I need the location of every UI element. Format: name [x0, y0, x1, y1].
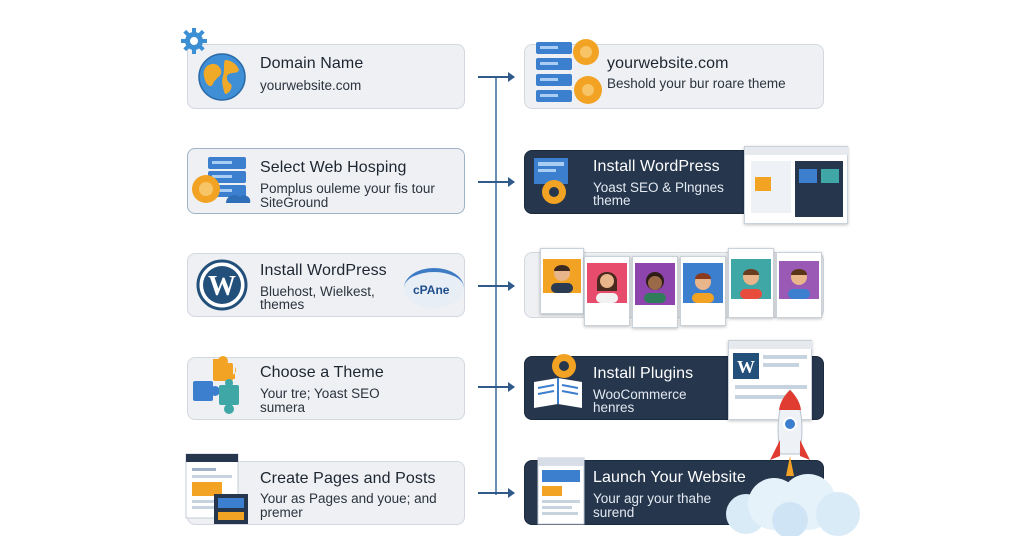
step-title: yourwebsite.com [607, 55, 729, 72]
step-subtitle-2: themes [260, 297, 305, 312]
wordpress-logo-icon: W [733, 353, 759, 379]
step-subtitle: Yoast SEO & Plngnes [593, 180, 724, 195]
arrow-4 [478, 382, 515, 392]
step-subtitle: Pomplus ouleme your fis tour [260, 181, 435, 196]
gear-icon [181, 28, 207, 54]
step-title: Launch Your Website [593, 469, 746, 486]
theme-preview-1 [540, 248, 584, 314]
step-subtitle-2: sumera [260, 400, 306, 415]
theme-preview-4 [680, 256, 726, 326]
step-title: Install WordPress [593, 158, 720, 175]
step-title: Domain Name [260, 55, 364, 72]
arrow-3 [478, 281, 515, 291]
step-subtitle-2: surend [593, 505, 635, 520]
theme-preview-2 [584, 256, 630, 326]
step-subtitle: Bluehost, Wielkest, [260, 284, 375, 299]
step-title: Choose a Theme [260, 364, 384, 381]
step-title: Create Pages and Posts [260, 470, 436, 487]
cpanel-badge-label: cPAne [413, 283, 450, 297]
pages-icon [185, 453, 248, 524]
book-icon [534, 354, 582, 408]
step-subtitle-2: theme [593, 193, 631, 208]
arrow-5 [478, 488, 515, 498]
globe-icon [198, 53, 246, 101]
server-icon [536, 39, 602, 104]
step-subtitle: yourwebsite.com [260, 78, 362, 93]
server-icon [192, 157, 251, 203]
step-title: Install Plugins [593, 365, 694, 382]
gear-icon [534, 158, 568, 204]
step-subtitle: Your tre; Yoast SEO [260, 386, 380, 401]
avatar-icon [740, 269, 762, 299]
step-title: Install WordPress [260, 262, 387, 279]
avatar-icon [692, 273, 714, 303]
theme-preview-5 [728, 248, 774, 318]
step-subtitle: Beshold your bur roare theme [607, 76, 786, 91]
step-subtitle-2: henres [593, 400, 635, 415]
step-subtitle: Your agr your thahe [593, 491, 712, 506]
cpanel-badge [404, 268, 464, 308]
avatar-icon [551, 265, 573, 293]
step-subtitle-2: SiteGround [260, 195, 329, 210]
pages-icon [537, 457, 585, 525]
theme-preview-6 [776, 252, 822, 318]
puzzle-icon [193, 356, 239, 414]
avatar-icon [644, 272, 666, 303]
rocket-icon [726, 389, 860, 536]
arrow-1 [478, 72, 515, 82]
wordpress-logo-icon: W [196, 259, 248, 311]
theme-preview-3 [632, 256, 678, 328]
wordpress-dashboard-screenshot [744, 146, 849, 224]
step-subtitle: Your as Pages and youe; and [260, 491, 437, 506]
avatar-icon [596, 272, 618, 303]
arrow-2 [478, 177, 515, 187]
svg-text:W: W [737, 357, 755, 377]
svg-text:W: W [208, 271, 236, 302]
step-subtitle: WooCommerce [593, 387, 687, 402]
avatar-icon [788, 269, 810, 299]
step-subtitle-2: premer [260, 505, 303, 520]
step-title: Select Web Hosping [260, 159, 407, 176]
